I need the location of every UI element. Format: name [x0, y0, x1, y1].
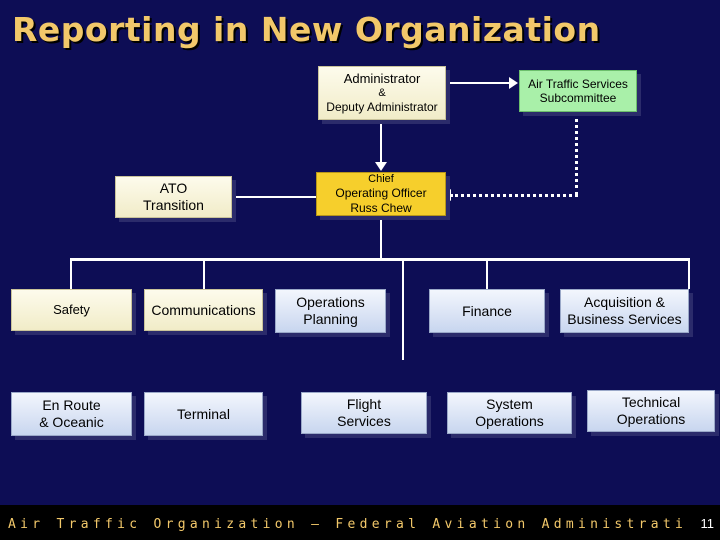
unit-label-line2: Planning	[303, 311, 358, 327]
coo-label-line1: Chief	[368, 173, 394, 186]
administrator-ampersand: &	[378, 87, 386, 99]
safety-box: Safety	[11, 289, 132, 331]
page-number: 11	[700, 516, 715, 531]
technical-operations-box: Technical Operations	[587, 390, 715, 432]
unit-label: Communications	[151, 301, 256, 318]
org-bus-horizontal	[70, 258, 690, 261]
coo-down-connector	[380, 216, 382, 259]
center-trunk-vertical	[402, 259, 404, 360]
administrator-label: Administrator	[343, 71, 421, 87]
unit-label-line2: Operations	[475, 413, 544, 429]
footer-bar	[0, 505, 720, 540]
subcommittee-dotted-connector-horizontal	[450, 194, 578, 197]
unit-label: Terminal	[177, 405, 230, 422]
chief-operating-officer-box: Chief Operating Officer Russ Chew	[316, 172, 446, 216]
unit-label-line2: Business Services	[567, 311, 682, 327]
unit-label-line2: & Oceanic	[39, 414, 104, 430]
bus-drop-communications	[203, 259, 205, 289]
unit-label-line2: Services	[337, 413, 391, 429]
subcommittee-dotted-connector-vertical	[575, 112, 578, 196]
arrowhead-down-icon	[375, 162, 387, 171]
unit-label: Operations	[296, 294, 365, 311]
system-operations-box: System Operations	[447, 392, 572, 434]
operations-planning-box: Operations Planning	[275, 289, 386, 333]
ato-transition-label-line2: Transition	[143, 197, 204, 213]
transition-to-coo-connector	[232, 196, 316, 198]
finance-box: Finance	[429, 289, 545, 333]
coo-name: Russ Chew	[350, 200, 412, 215]
unit-label: System	[486, 396, 533, 413]
flight-services-box: Flight Services	[301, 392, 427, 434]
admin-to-coo-connector	[380, 120, 382, 168]
unit-label: Safety	[53, 302, 90, 318]
subcommittee-label-line2: Subcommittee	[539, 91, 617, 105]
slide-title: Reporting in New Organization	[12, 10, 601, 49]
en-route-oceanic-box: En Route & Oceanic	[11, 392, 132, 436]
terminal-box: Terminal	[144, 392, 263, 436]
subcommittee-label-line1: Air Traffic Services	[528, 76, 628, 91]
bus-drop-finance	[486, 259, 488, 289]
acquisition-business-services-box: Acquisition & Business Services	[560, 289, 689, 333]
unit-label: Acquisition &	[584, 294, 665, 311]
coo-label-line2: Operating Officer	[335, 186, 427, 201]
administrator-box: Administrator & Deputy Administrator	[318, 66, 446, 120]
footer-organization-text: Air Traffic Organization – Federal Aviat…	[8, 517, 688, 532]
deputy-administrator-label: Deputy Administrator	[326, 100, 438, 115]
unit-label: Flight	[346, 396, 382, 413]
air-traffic-services-subcommittee-box: Air Traffic Services Subcommittee	[519, 70, 637, 112]
arrowhead-left-icon	[442, 189, 451, 201]
unit-label-line2: Operations	[616, 411, 686, 427]
admin-to-subcommittee-connector	[446, 82, 513, 84]
unit-label: En Route	[42, 397, 101, 414]
communications-box: Communications	[144, 289, 263, 331]
bus-drop-safety	[70, 259, 72, 289]
ato-transition-label-line1: ATO	[159, 180, 188, 197]
unit-label: Finance	[462, 302, 512, 319]
unit-label: Technical	[621, 394, 681, 411]
ato-transition-box: ATO Transition	[115, 176, 232, 218]
arrowhead-right-icon	[509, 77, 518, 89]
bus-drop-acquisition	[688, 259, 690, 289]
